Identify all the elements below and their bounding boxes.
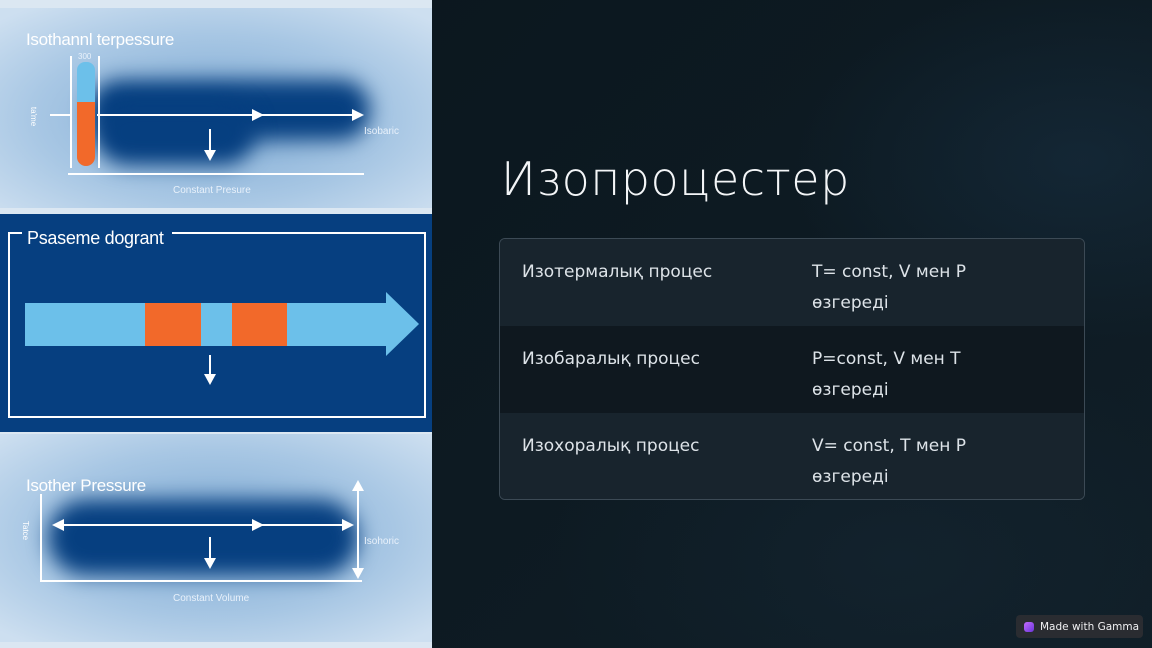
arrow-right-icon	[252, 519, 264, 531]
vertical-arrow-line	[357, 488, 359, 576]
process-diagram-image: Isothannl terpessure 300 ta'me Isobaric …	[0, 0, 432, 648]
process-description-cell: P=const, V мен T өзгереді	[790, 326, 1050, 413]
isoprocess-table: Изотермалық процес T= const, V мен P өзг…	[499, 238, 1085, 500]
slide-title: Изопроцестер	[501, 152, 850, 206]
phase-block	[232, 303, 287, 346]
tube-scale-label: 300	[78, 52, 92, 61]
process-name-cell: Изохоралық процес	[522, 436, 700, 456]
bottom-panel-title: Isother Pressure	[26, 476, 146, 495]
down-arrow-line	[209, 355, 211, 375]
process-description-cell: V= const, T мен P өзгереді	[790, 413, 1050, 499]
top-panel-title: Isothannl terpessure	[26, 30, 175, 49]
process-name-cell: Изотермалық процес	[522, 262, 713, 282]
tube-frame	[70, 56, 100, 168]
tube-fill	[77, 101, 95, 166]
table-row: Изобаралық процес P=const, V мен T өзгер…	[500, 326, 1084, 413]
isochoric-label: Isohoric	[364, 536, 400, 547]
horizontal-arrow-line	[97, 114, 355, 116]
arrow-down-icon	[204, 374, 216, 385]
arrow-right-icon	[342, 519, 354, 531]
phase-band	[25, 303, 387, 346]
description-line: өзгереді	[812, 467, 889, 487]
diagram-blob	[48, 500, 358, 575]
description-line: T= const, V мен P	[812, 262, 966, 282]
arrow-right-icon	[352, 109, 364, 121]
horizontal-arrow-line	[62, 524, 347, 526]
constant-volume-label: Constant Volume	[173, 593, 250, 604]
isobaric-label: Isobaric	[364, 126, 400, 137]
arrow-right-icon	[252, 109, 264, 121]
description-line: өзгереді	[812, 293, 889, 313]
table-row: Изохоралық процес V= const, T мен P өзге…	[500, 413, 1084, 499]
baseline	[40, 580, 362, 582]
phase-block	[145, 303, 201, 346]
arrow-down-icon	[204, 150, 216, 161]
panel-frame-top	[172, 232, 426, 234]
bottom-axis-label: Tatce	[21, 520, 31, 541]
table-row: Изотермалық процес T= const, V мен P өзг…	[500, 239, 1084, 326]
down-arrow-line	[209, 129, 211, 151]
description-line: өзгереді	[812, 380, 889, 400]
arrow-up-icon	[352, 480, 364, 491]
made-with-gamma-badge[interactable]: Made with Gamma	[1016, 615, 1143, 638]
arrow-down-icon	[352, 568, 364, 579]
arrow-left-icon	[52, 519, 64, 531]
y-axis-line	[40, 494, 42, 580]
down-arrow-line	[209, 537, 211, 559]
description-line: V= const, T мен P	[812, 436, 966, 456]
constant-pressure-label: Constant Presure	[173, 185, 251, 196]
arrow-down-icon	[204, 558, 216, 569]
thermometer-tube	[77, 62, 95, 166]
badge-label: Made with Gamma	[1040, 620, 1140, 633]
panel-frame-top	[8, 232, 22, 234]
process-name-cell: Изобаралық процес	[522, 349, 700, 369]
process-description-cell: T= const, V мен P өзгереді	[790, 239, 1050, 326]
middle-panel-title: Psaseme dogrant	[27, 228, 164, 248]
diagram-blob	[95, 100, 255, 165]
baseline	[68, 173, 364, 175]
gamma-logo-icon	[1024, 621, 1034, 632]
band-arrow-head-icon	[386, 292, 419, 356]
axis-line	[50, 114, 70, 116]
top-axis-label: ta'me	[29, 106, 39, 127]
description-line: P=const, V мен T	[812, 349, 961, 369]
panel-frame	[8, 232, 426, 418]
